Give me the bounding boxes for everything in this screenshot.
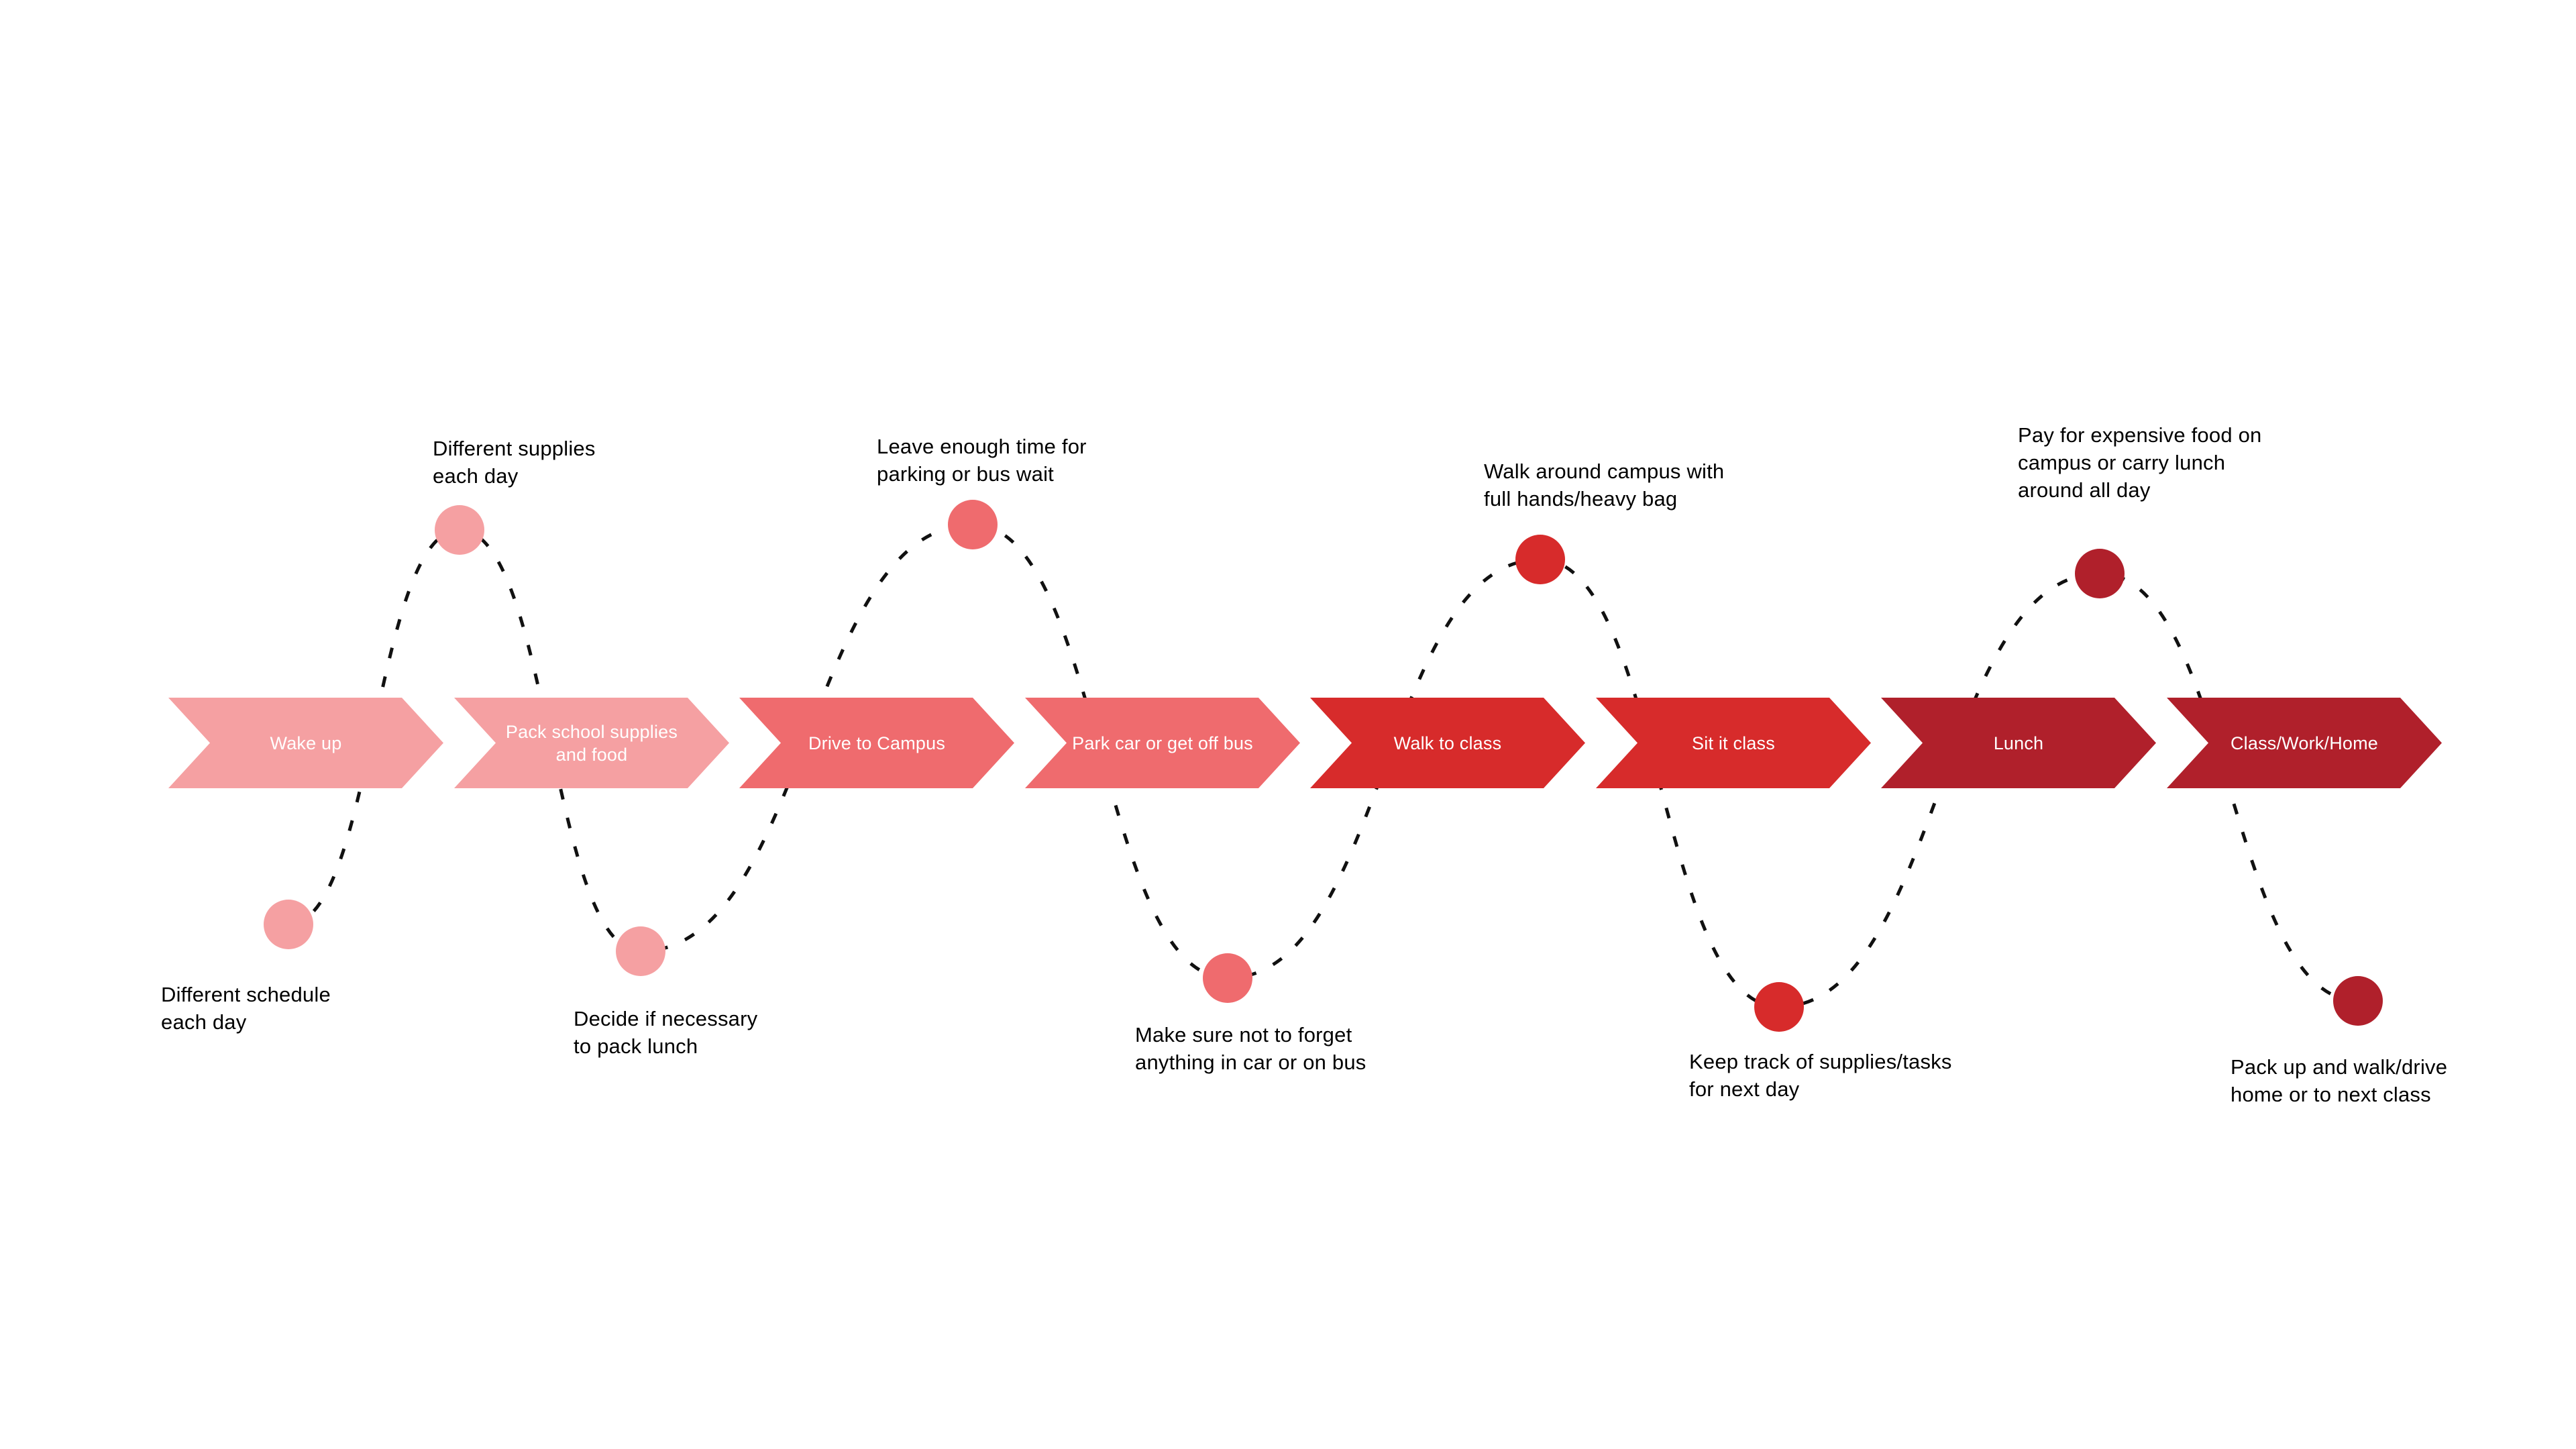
journey-peak-dot-6 [1515,535,1565,584]
journey-peak-dot-2 [435,505,484,555]
journey-dip-dot-1 [264,900,313,949]
journey-step-arrow-7: Lunch [1881,698,2156,788]
annotation-below-9: Pack up and walk/drive home or to next c… [2231,1055,2448,1106]
annotation-below-5: Different schedule each day [161,983,331,1034]
journey-dip-dot-3 [616,926,665,976]
step-label: Walk to class [1393,733,1502,753]
annotation-below-8: Keep track of supplies/tasks for next da… [1689,1050,1952,1101]
journey-step-arrow-4: Park car or get off bus [1025,698,1300,788]
journey-peak-dot-4 [948,500,998,549]
annotation-below-6: Decide if necessary to pack lunch [574,1007,758,1058]
journey-step-arrow-3: Drive to Campus [739,698,1014,788]
step-label: Wake up [270,733,342,753]
annotation-below-7: Make sure not to forget anything in car … [1135,1023,1366,1074]
annotation-above-2: Leave enough time for parking or bus wai… [877,435,1087,486]
journey-dip-dot-5 [1203,953,1252,1003]
annotation-above-3: Walk around campus with full hands/heavy… [1484,460,1725,511]
step-label: Class/Work/Home [2230,733,2379,753]
journey-step-arrow-1: Wake up [168,698,443,788]
journey-step-arrow-6: Sit it class [1596,698,1871,788]
step-label: Lunch [1993,733,2044,753]
annotation-above-1: Different supplies each day [433,437,596,488]
journey-dip-dot-9 [2333,976,2383,1026]
journey-dip-dot-7 [1754,982,1804,1032]
journey-step-arrow-5: Walk to class [1310,698,1585,788]
annotation-above-4: Pay for expensive food on campus or carr… [2018,423,2262,502]
step-label: Park car or get off bus [1072,733,1253,753]
step-label: Sit it class [1692,733,1775,753]
journey-step-arrow-2: Pack school supplies and food [454,698,729,788]
journey-peak-dot-8 [2075,549,2125,598]
journey-step-arrow-8: Class/Work/Home [2167,698,2442,788]
step-label: Drive to Campus [808,733,946,753]
step-label: Pack school supplies and food [505,721,678,765]
